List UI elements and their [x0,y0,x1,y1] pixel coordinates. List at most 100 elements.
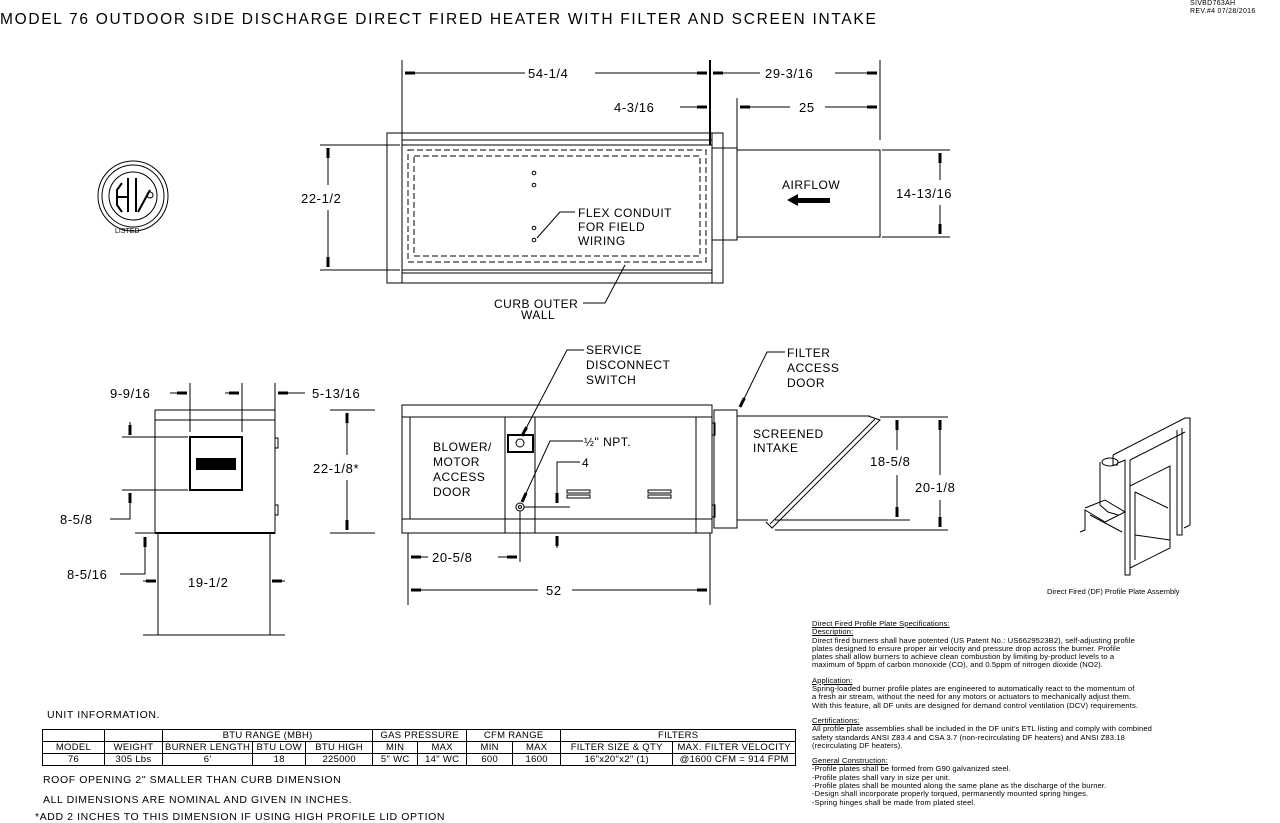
note-dimensions: ALL DIMENSIONS ARE NOMINAL AND GIVEN IN … [43,794,353,806]
table-cell: @1600 CFM = 914 FPM [672,753,797,766]
spec-line: -Profile plates shall be mounted along t… [812,781,1107,791]
flex-conduit-label: FOR FIELD [578,220,645,234]
table-cell: 18 [252,753,307,766]
filter-door-label: DOOR [787,376,825,390]
etl-listed-logo: LISTED [97,160,169,235]
drawing-title: MODEL 76 OUTDOOR SIDE DISCHARGE DIRECT F… [0,11,878,28]
spec-line: With this feature, all DF units are desi… [812,700,1139,710]
table-cell: 305 Lbs [104,753,163,766]
spec-line: -Design shall incorporate properly torqu… [812,789,1089,799]
airflow-arrow-icon [787,194,830,206]
table-cell: 600 [466,753,514,766]
table-group-header-row: BTU RANGE (MBH) GAS PRESSURE CFM RANGE F… [42,729,797,742]
table-cell: 14" WC [417,753,468,766]
unit-information-table: BTU RANGE (MBH) GAS PRESSURE CFM RANGE F… [42,729,797,766]
spec-heading: General Construction: [812,756,888,766]
spec-line: (recirculating DF heaters). [812,740,903,750]
revision-label: REV.#4 07/28/2016 [1190,8,1256,15]
screened-intake-label: SCREENED [753,427,824,441]
npt-label: ½" NPT. [584,435,631,449]
table-header: MODEL [42,741,105,754]
spec-line: Direct fired burners shall have potented… [812,635,1135,645]
spec-line: -Profile plates shall be formed from G90… [812,764,1011,774]
assembly-caption: Direct Fired (DF) Profile Plate Assembly [1047,587,1180,596]
dim-window-top: 8-5/8 [60,512,93,527]
table-cell: 1600 [512,753,562,766]
dim-unit-length: 54-1/4 [528,66,568,81]
table-cell: BTU RANGE (MBH) [161,729,374,742]
table-cell: 5" WC [372,753,419,766]
service-switch-box [507,434,534,453]
curb-outline [386,132,724,284]
screened-intake-label: INTAKE [753,441,798,455]
screened-intake-hood [765,415,881,529]
service-switch-label: DISCONNECT [586,358,671,372]
table-row: 76 305 Lbs 6' 18 225000 5" WC 14" WC 600… [42,753,797,766]
table-cell: CFM RANGE [466,729,562,742]
service-switch-label: SWITCH [586,373,636,387]
spec-line: maximum of 5ppm of carbon monoxide (CO),… [812,660,1104,670]
table-cell: 76 [42,753,105,766]
intake-adapter [711,147,738,241]
spec-line: -Profile plates shall vary in size per u… [812,772,951,782]
dim-intake: 25 [799,100,815,115]
dim-length: 52 [546,583,562,598]
table-header: MAX. FILTER VELOCITY [672,741,797,754]
curb-label: WALL [521,308,555,322]
dim-width: 22-1/2 [301,191,341,206]
spec-section-construction: General Construction: -Profile plates sh… [812,756,1280,807]
table-header: FILTER SIZE & QTY [560,741,674,754]
top-view: 54-1/4 29-3/16 4-3/16 25 22-1/2 14-13/16… [301,60,952,322]
blower-door-label: ACCESS [433,470,485,484]
dim-curb-width: 19-1/2 [188,575,228,590]
flex-conduit-label: WIRING [578,234,626,248]
spec-section-application: Application: Spring-loaded burner profil… [812,675,1280,710]
service-switch-label: SERVICE [586,343,642,357]
spec-line: All profile plate assemblies shall be in… [812,724,1152,734]
table-cell: GAS PRESSURE [372,729,468,742]
table-header: BURNER LENGTH [161,741,254,754]
table-cell [104,729,163,742]
spec-line: a fresh air stream, without the need for… [812,692,1132,702]
filter-door-label: FILTER [787,346,830,360]
note-roof-opening: ROOF OPENING 2" SMALLER THAN CURB DIMENS… [43,774,342,786]
table-header: MIN [466,741,514,754]
end-view: 9-9/16 5-13/16 22-1/8* 8-5/8 8-5/16 19-1… [60,383,375,636]
table-header: MAX [512,741,562,754]
table-cell: 6' [161,753,254,766]
dim-offset: 4-3/16 [614,100,654,115]
logo-listed-text: LISTED [115,228,140,235]
flex-conduit-label: FLEX CONDUIT [578,206,672,220]
dim-bottom: 8-5/16 [67,567,107,582]
spec-section-certifications: Certifications: All profile plate assemb… [812,715,1280,750]
spec-line: -Spring hinges shall be made from plated… [812,797,976,807]
profile-plate-assembly-illustration: Direct Fired (DF) Profile Plate Assembly [1047,417,1191,596]
dim-gas-offset: 20-5/8 [432,550,472,565]
document-code: SIVBD763AH [1190,0,1236,7]
table-cell: FILTERS [560,729,797,742]
table-header-row: MODEL WEIGHT BURNER LENGTH BTU LOW BTU H… [42,741,797,754]
dim-window-width: 9-9/16 [110,386,150,401]
table-header: WEIGHT [104,741,163,754]
spec-line: plates shall allow burners to achieve cl… [812,652,1115,662]
table-header: BTU LOW [252,741,307,754]
filter-access-door [713,409,738,529]
spec-line: safety standards ANSI Z83.4 and CSA 3.7 … [812,732,1125,742]
dim-side-offset: 5-13/16 [312,386,360,401]
dim-gas-height: 4 [582,456,589,470]
spec-heading: Certifications: [812,715,860,725]
spec-heading: Application: [812,675,853,685]
spec-heading: Description: [812,627,854,637]
dim-intake-height: 14-13/16 [896,186,952,201]
table-cell: 225000 [305,753,374,766]
airflow-label: AIRFLOW [782,178,840,192]
gas-connection [515,502,525,512]
curb-label: CURB OUTER [494,297,578,311]
table-header: MIN [372,741,419,754]
filter-door-label: ACCESS [787,361,839,375]
profile-plate-specifications: Direct Fired Profile Plate Specification… [812,619,1280,807]
dim-intake-overall: 29-3/16 [765,66,813,81]
specs-title: Direct Fired Profile Plate Specification… [812,619,950,628]
side-view: BLOWER/ MOTOR ACCESS DOOR SERVICE DISCON… [401,343,955,605]
